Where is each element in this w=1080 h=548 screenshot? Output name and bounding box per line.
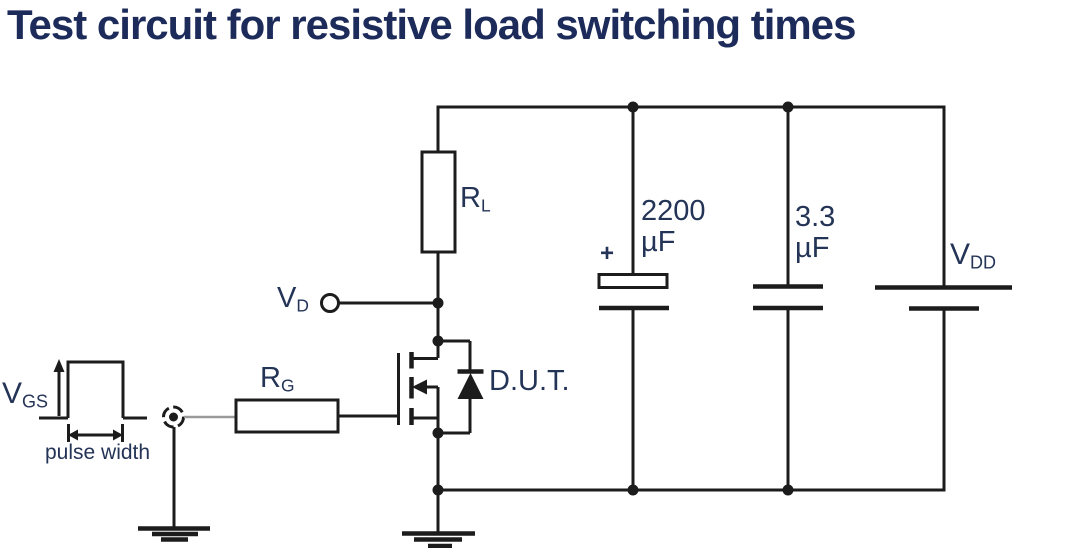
dut-label: D.U.T. (489, 365, 570, 397)
vd-main: V (277, 282, 297, 314)
capacitor-2200uf (597, 107, 669, 490)
gate-resistor (234, 398, 340, 434)
vd-label: VD (277, 282, 309, 316)
top-rail-wire (436, 105, 946, 287)
gate-resistor-label: RG (260, 362, 295, 396)
ground-symbol-left (138, 526, 210, 542)
load-resistor-label: RL (460, 182, 491, 216)
cap1-polarity-plus: + (600, 240, 615, 267)
body-diode (438, 339, 484, 435)
vgs-sub: GS (22, 391, 49, 412)
pulse-waveform (39, 359, 147, 442)
cap2-value: 3.3 (795, 201, 836, 233)
cap1-unit: µF (641, 225, 676, 258)
cap1-value: 2200 (641, 195, 706, 227)
rl-sub: L (480, 195, 491, 216)
mosfet-symbol (397, 352, 440, 433)
amplitude-arrow-icon (53, 359, 65, 372)
body-arrow-icon (412, 379, 427, 395)
dim-arrow-right-icon (113, 429, 123, 441)
bottom-rail-wire (438, 310, 946, 492)
pulse-width-label: pulse width (45, 441, 151, 464)
cap2-value-label: 3.3 µF (795, 202, 835, 263)
vd-terminal-circle (320, 293, 340, 313)
vgs-main: V (2, 377, 23, 410)
vd-sub: D (296, 295, 309, 316)
vdd-source (875, 285, 1012, 311)
vd-terminal (320, 293, 437, 313)
gate-wiring (184, 398, 398, 434)
rl-main: R (460, 182, 481, 214)
load-resistor (420, 150, 457, 254)
ground-symbol-main (402, 531, 475, 548)
vdd-label: VDD (950, 238, 996, 273)
cap2-unit: µF (795, 231, 830, 264)
capacitor-3p3uf (753, 107, 823, 490)
rg-main: R (260, 362, 281, 394)
cap1-value-label: 2200 µF (641, 196, 706, 257)
input-connector (162, 405, 185, 528)
diode-triangle-icon (457, 373, 484, 399)
vgs-label: VGS (2, 377, 48, 412)
dim-arrow-left-icon (68, 429, 78, 441)
rg-sub: G (280, 375, 295, 396)
junction-dots (432, 101, 794, 496)
vdd-main: V (950, 238, 971, 271)
page-title: Test circuit for resistive load switchin… (7, 1, 856, 48)
vdd-sub: DD (970, 252, 997, 273)
